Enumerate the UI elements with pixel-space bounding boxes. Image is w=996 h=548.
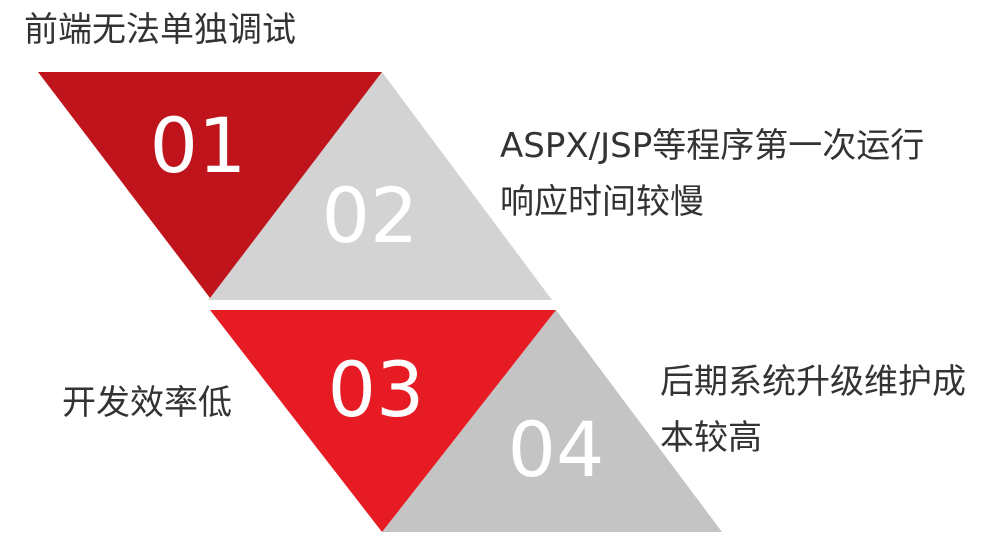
- label-04: 后期系统升级维护成 本较高: [660, 362, 966, 458]
- label-03: 开发效率低: [62, 383, 232, 423]
- triangle-01: [38, 72, 382, 298]
- number-03: 03: [328, 345, 425, 434]
- triangle-02: [208, 72, 552, 300]
- triangle-03: [210, 310, 556, 532]
- label-01: 前端无法单独调试: [24, 10, 296, 50]
- number-01: 01: [150, 101, 247, 190]
- number-02: 02: [322, 171, 419, 260]
- number-04: 04: [508, 405, 605, 494]
- triangle-04: [382, 310, 722, 532]
- label-02: ASPX/JSP等程序第一次运行 响应时间较慢: [500, 126, 925, 222]
